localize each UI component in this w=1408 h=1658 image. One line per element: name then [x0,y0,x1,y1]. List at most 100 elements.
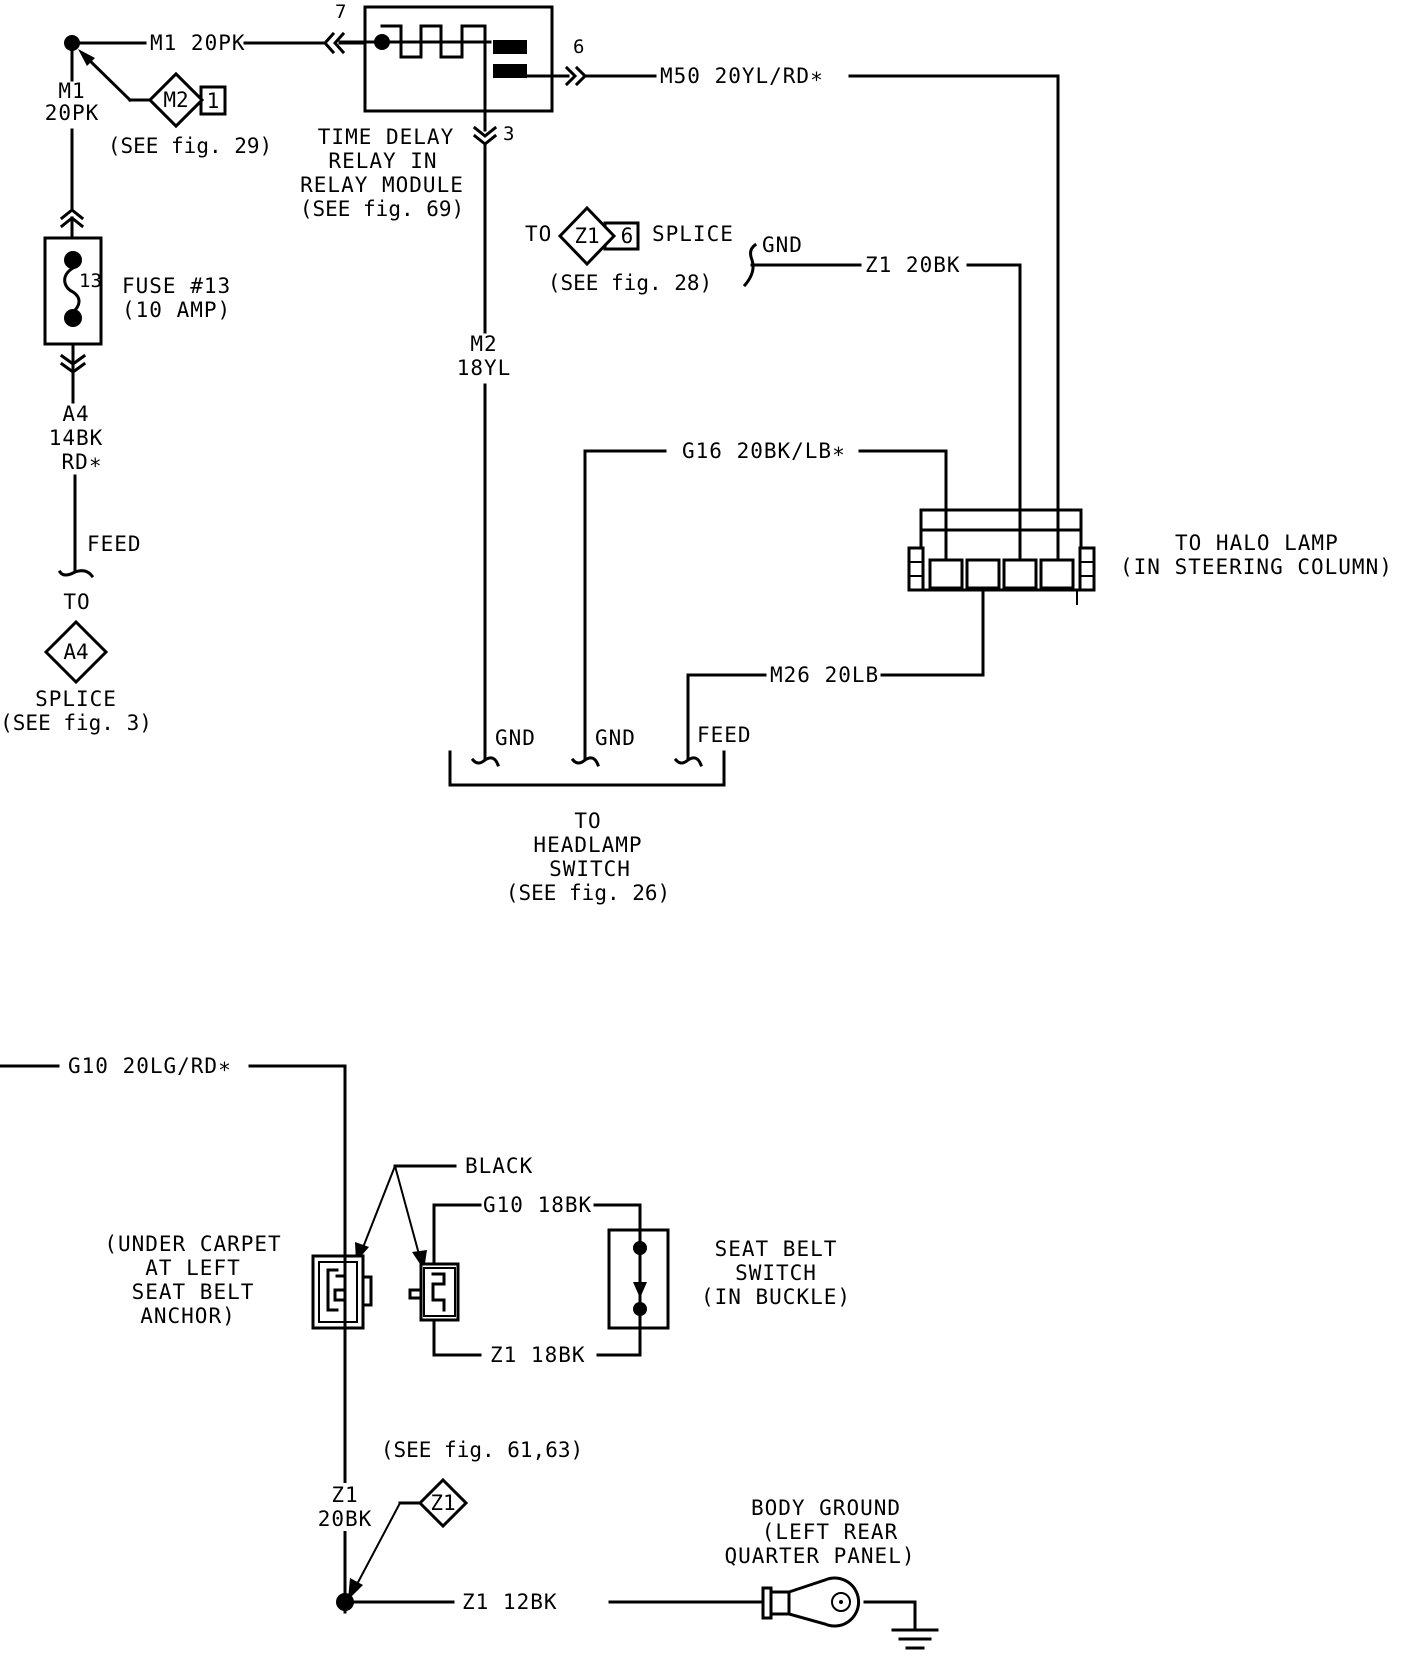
wire-label-z1-18bk: Z1 18BK [490,1343,586,1367]
m2-splice[interactable]: M2 M2 1 (SEE fig. 29) [78,49,272,158]
wire-label-m50: M50 20YL/RD∗ [660,64,824,88]
svg-text:HEADLAMP: HEADLAMP [533,833,642,857]
wire-label-a4: A4 [62,402,89,426]
time-delay-relay[interactable]: 6 3 TIME DELAY RELAY IN RELAY MODULE (SE… [300,5,657,221]
wire-label-z1-20bk: Z1 20BK [865,253,961,277]
terminal-gnd: GND [762,233,803,257]
arrow-icon [78,49,95,66]
wire-label-m2: M2 [470,332,497,356]
svg-text:RELAY IN: RELAY IN [328,149,437,173]
wire-label-20bk: 20BK [318,1507,373,1531]
z1-ground-wire: Z1 20BK (SEE fig. 61,63) Z1 Z1 12BK [318,1438,772,1614]
seat-belt-switch-connector[interactable] [408,1203,460,1357]
relay-pin-3: 3 [503,123,514,145]
wire-label-z1-12bk: Z1 12BK [462,1590,558,1614]
connector-icon [59,353,87,366]
wire-label-g10-18bk: G10 18BK [483,1193,592,1217]
wire-label-14bk: 14BK [49,426,104,450]
see-fig-3: (SEE fig. 3) [0,711,152,735]
svg-text:AT LEFT: AT LEFT [145,1256,241,1280]
relay-label: TIME DELAY [318,125,454,149]
wire-label-z1: Z1 [331,1483,358,1507]
splice-diamond-z1-icon[interactable] [417,1477,469,1529]
halo-lamp-connector[interactable]: TO HALO LAMP (IN STEERING COLUMN) [907,508,1393,605]
halo-lamp-label: TO HALO LAMP [1175,531,1339,555]
wire-label-m1: M1 [58,79,85,103]
svg-text:SWITCH: SWITCH [549,857,631,881]
headlamp-switch-label: TO [574,809,601,833]
seat-belt-switch-wires: G10 18BK Z1 18BK [432,1193,642,1367]
a4-feed-wire: A4 14BK RD∗ FEED TO A4 SPLICE (SEE fig. … [0,402,152,735]
splice-code-a4: A4 [63,640,88,664]
svg-text:(LEFT REAR: (LEFT REAR [762,1520,898,1544]
splice-pin-1: 1 [207,89,220,113]
m26-wire: M26 20LB [686,588,985,760]
terminal-feed: FEED [697,723,752,747]
wire-label-18yl: 18YL [457,356,512,380]
connector-icon [472,125,498,138]
halo-lamp-location: (IN STEERING COLUMN) [1120,555,1393,579]
fuse-element-icon [63,265,81,315]
switch-arrow-icon [633,1282,647,1298]
g16-wire: G16 20BK/LB∗ [583,439,948,760]
terminal-gnd-2: GND [595,726,636,750]
m2-wire: M2 18YL [457,142,512,760]
z1-splice-top[interactable]: TO Z1 6 SPLICE (SEE fig. 28) [525,205,734,295]
wire-label-g10-20lg: G10 20LG/RD∗ [68,1054,232,1078]
wire-label-m1-20pk: M1 20PK [150,31,246,55]
svg-text:QUARTER PANEL): QUARTER PANEL) [724,1544,915,1568]
seat-belt-anchor-connector[interactable]: (UNDER CARPET AT LEFT SEAT BELT ANCHOR) [104,1064,373,1614]
to-label: TO [525,222,552,246]
seat-belt-switch-label: SEAT BELT [715,1237,838,1261]
svg-text:SEAT BELT: SEAT BELT [132,1280,255,1304]
splice-diamond-a4-icon[interactable] [43,619,109,685]
z1-halo-wire: GND Z1 20BK [742,233,1022,512]
see-fig-26: (SEE fig. 26) [506,881,670,905]
connector-icon [59,208,85,221]
terminal-feed: FEED [87,532,142,556]
connector-latch-icon [907,546,925,592]
connector-cavity-icon [431,1272,446,1312]
seat-belt-switch[interactable]: SEAT BELT SWITCH (IN BUCKLE) [607,1228,851,1330]
body-ground-label: BODY GROUND [751,1496,901,1520]
splice-label: SPLICE [35,687,117,711]
splice-label: SPLICE [652,222,734,246]
svg-text:RELAY MODULE: RELAY MODULE [300,173,464,197]
m1-vertical-wire: M1 20PK [45,41,100,240]
black-connector-callout: BLACK [355,1154,533,1270]
see-fig-69: (SEE fig. 69) [300,197,464,221]
relay-pin-7: 7 [335,1,346,23]
see-fig-28: (SEE fig. 28) [548,271,712,295]
wire-label-20pk: 20PK [45,101,100,125]
wire-label-rd: RD∗ [62,450,103,474]
see-fig-29: (SEE fig. 29) [108,134,272,158]
wire-label-g16: G16 20BK/LB∗ [682,439,846,463]
fuse-13: 13 FUSE #13 (10 AMP) [43,236,231,404]
see-fig-61-63: (SEE fig. 61,63) [381,1438,583,1462]
to-label: TO [63,590,90,614]
fuse-label: FUSE #13 [122,274,231,298]
connector-tab-icon [408,1288,423,1300]
splice-code-z1: Z1 [430,1491,455,1515]
headlamp-switch-connector[interactable]: GND GND FEED TO HEADLAMP SWITCH (SEE fig… [448,723,752,905]
arrow-icon [348,1578,363,1600]
anchor-label: (UNDER CARPET [104,1232,281,1256]
fuse-number: 13 [79,270,102,292]
relay-pin-6: 6 [573,36,584,58]
body-ground: BODY GROUND (LEFT REAR QUARTER PANEL) [724,1496,939,1650]
terminal-icon [57,569,95,579]
connector-arrow-icon [322,31,336,55]
splice-code-z1: Z1 [574,224,599,248]
terminal-icon [470,756,500,767]
splice-diamond-z1-icon [557,205,617,267]
fuse-rating: (10 AMP) [122,298,231,322]
relay-contact-icon [493,40,527,54]
g10-main-wire: G10 20LG/RD∗ [0,1054,347,1614]
svg-text:(IN BUCKLE): (IN BUCKLE) [701,1285,851,1309]
wire-label-m26: M26 20LB [770,663,879,687]
connector-icon [564,65,578,87]
connector-color-label: BLACK [465,1154,533,1178]
connector-bracket [448,750,726,787]
terminal-icon [742,242,758,288]
